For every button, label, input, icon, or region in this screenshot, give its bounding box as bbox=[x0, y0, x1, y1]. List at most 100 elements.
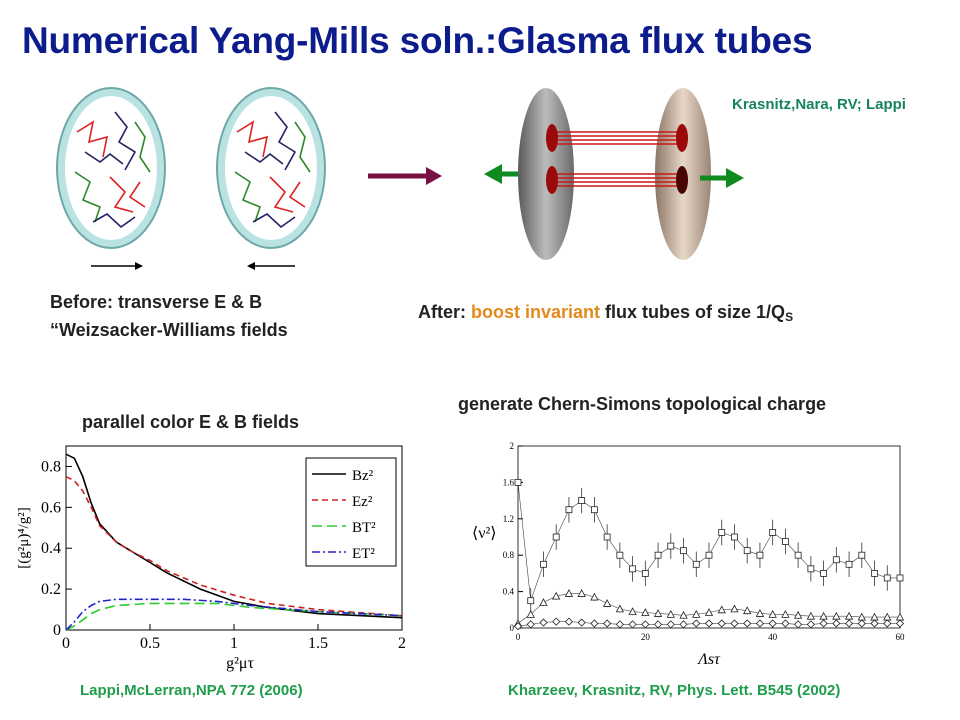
data-point bbox=[717, 605, 726, 614]
data-point bbox=[870, 619, 879, 628]
data-point bbox=[565, 506, 573, 514]
y-axis-label: [(g²μ)⁴/g²] bbox=[16, 507, 32, 568]
after-label: After: boost invariant flux tubes of siz… bbox=[418, 302, 793, 324]
data-point bbox=[807, 565, 815, 573]
data-point bbox=[590, 592, 599, 601]
x-tick-label: 60 bbox=[896, 632, 906, 642]
data-point bbox=[577, 589, 586, 597]
y-tick-label: 0 bbox=[53, 622, 61, 639]
y-tick-label: 0.4 bbox=[41, 540, 61, 557]
data-point bbox=[513, 622, 523, 631]
data-point bbox=[539, 598, 548, 606]
x-axis-label: Λsτ bbox=[696, 651, 721, 668]
data-point bbox=[731, 533, 738, 541]
data-point bbox=[527, 597, 535, 605]
data-point bbox=[806, 620, 815, 629]
data-point bbox=[552, 617, 561, 626]
series-line bbox=[517, 482, 900, 601]
data-point bbox=[578, 497, 586, 504]
after-subscript: S bbox=[785, 310, 794, 324]
data-point bbox=[692, 560, 700, 568]
data-point bbox=[794, 620, 803, 629]
data-point bbox=[832, 611, 841, 620]
y-tick-label: 0.2 bbox=[41, 581, 61, 598]
data-point bbox=[806, 611, 816, 620]
data-point bbox=[692, 610, 701, 618]
data-point bbox=[615, 604, 625, 613]
data-point bbox=[781, 538, 789, 545]
data-point bbox=[615, 620, 624, 629]
data-point bbox=[820, 569, 828, 577]
x-tick-label: 0.5 bbox=[140, 635, 160, 652]
data-point bbox=[781, 619, 790, 628]
data-point bbox=[844, 611, 854, 620]
data-point bbox=[539, 618, 548, 627]
data-point bbox=[845, 619, 854, 628]
x-tick-label: 0 bbox=[62, 635, 70, 652]
nuclei-before-diagram bbox=[56, 87, 326, 270]
data-point bbox=[667, 542, 675, 550]
plot-frame bbox=[517, 445, 901, 629]
data-point bbox=[832, 619, 841, 628]
data-point bbox=[680, 547, 687, 555]
data-point bbox=[666, 610, 675, 618]
data-point bbox=[883, 574, 891, 582]
x-axis-label: g²μτ bbox=[226, 655, 254, 672]
series-line bbox=[65, 602, 403, 631]
before-label-line2: “Weizsacker-Williams fields bbox=[50, 320, 288, 340]
data-point bbox=[781, 610, 790, 618]
data-point bbox=[540, 560, 547, 568]
before-label-line1: Before: transverse E & B bbox=[50, 292, 263, 312]
data-point bbox=[717, 619, 726, 628]
data-point bbox=[743, 547, 751, 555]
legend-label: ET² bbox=[352, 546, 375, 562]
credit-text: Krasnitz,Nara, RV; Lappi bbox=[732, 96, 906, 113]
y-axis-label: ⟨ν²⟩ bbox=[472, 525, 497, 542]
data-point bbox=[883, 619, 892, 628]
x-tick-label: 40 bbox=[768, 632, 778, 642]
data-point bbox=[552, 533, 560, 541]
data-point bbox=[654, 551, 662, 559]
motion-arrow-right-icon bbox=[91, 262, 143, 270]
data-point bbox=[603, 619, 612, 628]
legend-label: BT² bbox=[352, 520, 376, 536]
data-point bbox=[679, 620, 688, 629]
data-point bbox=[564, 589, 574, 597]
data-point bbox=[718, 529, 726, 536]
boost-arrow-right-icon bbox=[700, 168, 744, 188]
data-point bbox=[743, 606, 752, 615]
data-point bbox=[552, 591, 561, 600]
data-point bbox=[793, 610, 803, 619]
y-tick-label: 0 bbox=[510, 623, 515, 633]
data-point bbox=[629, 565, 637, 573]
right-plot-title: generate Chern-Simons topological charge bbox=[458, 394, 827, 414]
data-point bbox=[616, 551, 624, 559]
data-point bbox=[590, 619, 599, 628]
data-point bbox=[692, 619, 701, 628]
data-point bbox=[602, 599, 612, 607]
data-point bbox=[896, 574, 904, 582]
legend-label: Bz² bbox=[352, 468, 374, 484]
x-tick-label: 1.5 bbox=[308, 635, 328, 652]
y-tick-label: 0.8 bbox=[41, 458, 61, 475]
data-point bbox=[895, 619, 905, 628]
after-prefix: After: bbox=[418, 302, 471, 322]
data-point bbox=[819, 619, 828, 628]
data-point bbox=[794, 551, 802, 559]
data-point bbox=[526, 620, 535, 629]
data-point bbox=[591, 506, 598, 514]
legend-label: Ez² bbox=[352, 494, 373, 510]
y-tick-label: 1.2 bbox=[503, 514, 514, 524]
left-plot-title: parallel color E & B fields bbox=[82, 412, 300, 432]
data-point bbox=[730, 619, 739, 628]
series-line bbox=[65, 475, 403, 617]
data-point bbox=[769, 529, 777, 536]
motion-arrow-left-icon bbox=[247, 262, 295, 270]
y-tick-label: 0.6 bbox=[41, 499, 61, 516]
data-point bbox=[704, 608, 714, 616]
data-point bbox=[819, 611, 828, 620]
data-point bbox=[857, 619, 866, 628]
x-tick-label: 2 bbox=[398, 635, 406, 652]
